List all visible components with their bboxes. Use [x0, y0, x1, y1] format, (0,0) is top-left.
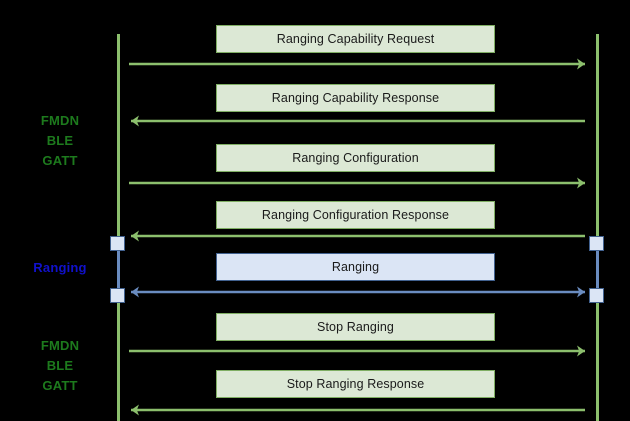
- msg-ranging-configuration-response-label: Ranging Configuration Response: [261, 208, 450, 222]
- activation-right-node-2: [589, 288, 604, 303]
- msg-ranging-configuration-arrow: [129, 177, 585, 189]
- msg-stop-ranging-response-arrow: [131, 404, 585, 416]
- msg-ranging-capability-response: Ranging Capability Response: [216, 84, 495, 112]
- phase-ranging: Ranging: [33, 260, 87, 275]
- msg-ranging-configuration-label: Ranging Configuration: [292, 151, 419, 165]
- phase-fmdn-ble-gatt-bottom: FMDN BLE GATT: [40, 338, 80, 393]
- msg-ranging-capability-response-label: Ranging Capability Response: [271, 91, 440, 105]
- msg-stop-ranging-response-label: Stop Ranging Response: [286, 377, 425, 391]
- activation-left-bar: [117, 243, 120, 295]
- activation-left-node-1: [110, 236, 125, 251]
- msg-ranging-capability-request-label: Ranging Capability Request: [276, 32, 435, 46]
- msg-ranging-capability-request-arrow: [129, 58, 585, 70]
- msg-ranging-arrow: [131, 286, 585, 298]
- activation-right-bar: [596, 243, 599, 295]
- right-lifeline: [596, 34, 599, 421]
- activation-right-node-1: [589, 236, 604, 251]
- activation-left-node-2: [110, 288, 125, 303]
- msg-ranging-capability-response-arrow: [131, 115, 585, 127]
- msg-stop-ranging-arrow: [129, 345, 585, 357]
- msg-stop-ranging: Stop Ranging: [216, 313, 495, 341]
- msg-ranging: Ranging: [216, 253, 495, 281]
- msg-ranging-configuration-response: Ranging Configuration Response: [216, 201, 495, 229]
- msg-ranging-capability-request: Ranging Capability Request: [216, 25, 495, 53]
- msg-stop-ranging-label: Stop Ranging: [317, 320, 394, 334]
- msg-ranging-label: Ranging: [331, 260, 380, 274]
- left-lifeline: [117, 34, 120, 421]
- msg-ranging-configuration: Ranging Configuration: [216, 144, 495, 172]
- msg-ranging-configuration-response-arrow: [131, 230, 585, 242]
- msg-stop-ranging-response: Stop Ranging Response: [216, 370, 495, 398]
- phase-fmdn-ble-gatt-top: FMDN BLE GATT: [40, 113, 80, 168]
